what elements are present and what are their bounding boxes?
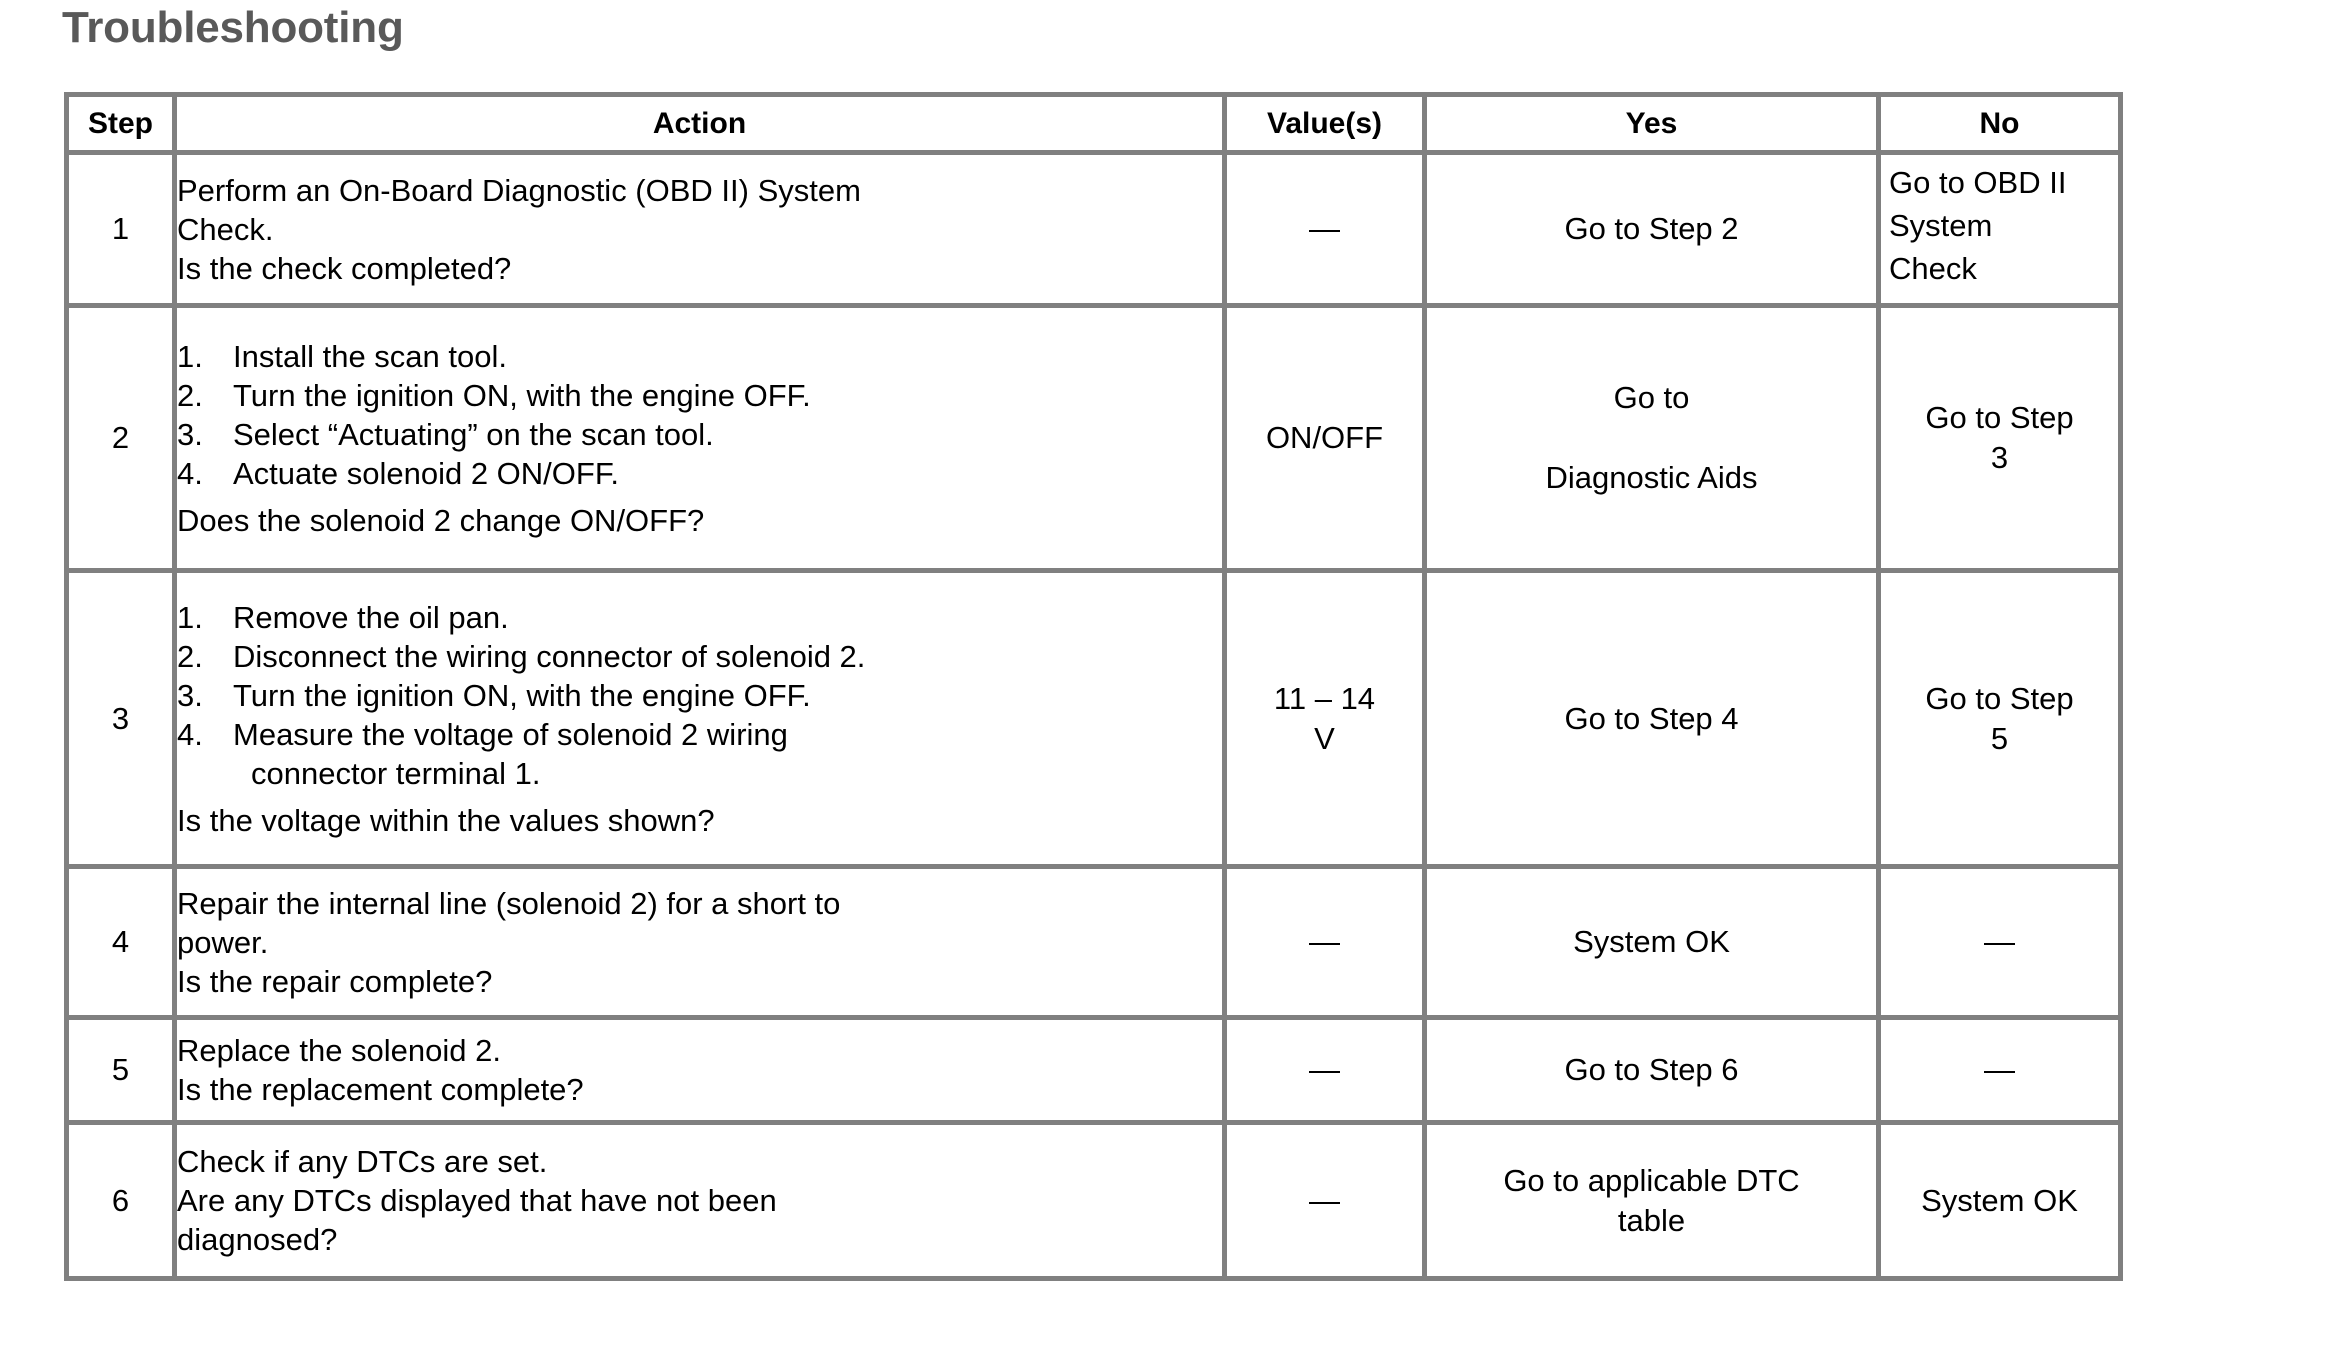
list-item: 4.Measure the voltage of solenoid 2 wiri… [177, 715, 1222, 793]
troubleshooting-table: Step Action Value(s) Yes No 1 Perform an… [64, 92, 2123, 1281]
list-item-text: Remove the oil pan. [233, 599, 509, 635]
action-step-list: 1.Install the scan tool. 2.Turn the igni… [177, 337, 1222, 493]
action-cell: 1.Remove the oil pan. 2.Disconnect the w… [172, 568, 1227, 869]
step-number: 3 [64, 568, 177, 869]
table-row: 1 Perform an On-Board Diagnostic (OBD II… [64, 150, 2123, 308]
list-item-text: Select “Actuating” on the scan tool. [233, 416, 714, 452]
yes-text-lines: Go to applicable DTC table [1427, 1161, 1876, 1241]
yes-text-line: Diagnostic Aids [1545, 460, 1758, 495]
action-question: Is the check completed? [177, 250, 512, 286]
yes-text-line: table [1617, 1202, 1686, 1238]
step-number: 4 [64, 864, 177, 1020]
no-text-line: Go to Step [1925, 680, 2074, 716]
action-cell: Replace the solenoid 2. Is the replaceme… [172, 1015, 1227, 1125]
action-cell: Check if any DTCs are set. Are any DTCs … [172, 1120, 1227, 1281]
table-row: 6 Check if any DTCs are set. Are any DTC… [64, 1120, 2123, 1281]
list-item-text: Disconnect the wiring connector of solen… [233, 638, 866, 674]
action-question: Is the replacement complete? [177, 1072, 584, 1107]
yes-text-lines: Go to Diagnostic Aids [1427, 378, 1876, 498]
no-text-lines: Go to OBD II System Check [1889, 161, 2118, 290]
action-step-list: 1.Remove the oil pan. 2.Disconnect the w… [177, 598, 1222, 793]
table-row: 2 1.Install the scan tool. 2.Turn the ig… [64, 303, 2123, 573]
step-number: 2 [64, 303, 177, 573]
column-header-step: Step [64, 92, 177, 155]
no-cell: — [1876, 1015, 2123, 1125]
value-cell: — [1222, 1120, 1427, 1281]
value-text-line: V [1314, 720, 1335, 756]
no-text-line: 3 [1990, 440, 2009, 475]
troubleshooting-table-wrapper: Step Action Value(s) Yes No 1 Perform an… [64, 92, 2123, 1281]
list-item-text: Install the scan tool. [233, 338, 507, 374]
no-text-lines: Go to Step 3 [1881, 398, 2118, 478]
no-text-line: Go to OBD II [1889, 165, 2067, 200]
action-question: diagnosed? [177, 1222, 338, 1257]
value-cell: ON/OFF [1222, 303, 1427, 573]
step-number: 6 [64, 1120, 177, 1281]
list-item: 1.Remove the oil pan. [177, 598, 1222, 637]
no-cell: System OK [1876, 1120, 2123, 1281]
list-item: 3.Turn the ignition ON, with the engine … [177, 676, 1222, 715]
value-text-lines: 11 – 14 V [1227, 679, 1422, 759]
list-item-text: Turn the ignition ON, with the engine OF… [233, 377, 811, 413]
value-cell: — [1222, 150, 1427, 308]
value-cell: — [1222, 1015, 1427, 1125]
yes-text-line: Go to applicable DTC [1503, 1162, 1800, 1198]
list-item: 2.Turn the ignition ON, with the engine … [177, 376, 1222, 415]
no-cell: Go to Step 5 [1876, 568, 2123, 869]
column-header-yes: Yes [1422, 92, 1881, 155]
no-cell: — [1876, 864, 2123, 1020]
action-question: Is the repair complete? [177, 963, 493, 999]
yes-cell: Go to Step 6 [1422, 1015, 1881, 1125]
action-cell: Perform an On-Board Diagnostic (OBD II) … [172, 150, 1227, 308]
action-text-line: Check. [177, 211, 274, 247]
no-text-line: Check [1889, 251, 1977, 286]
no-text-lines: Go to Step 5 [1881, 679, 2118, 759]
list-item: 2.Disconnect the wiring connector of sol… [177, 637, 1222, 676]
action-text-line: power. [177, 924, 269, 960]
action-text-line: Repair the internal line (solenoid 2) fo… [177, 885, 841, 921]
list-item-text: Actuate solenoid 2 ON/OFF. [233, 455, 619, 491]
table-row: 4 Repair the internal line (solenoid 2) … [64, 864, 2123, 1020]
column-header-action: Action [172, 92, 1227, 155]
table-row: 5 Replace the solenoid 2. Is the replace… [64, 1015, 2123, 1125]
action-question: Does the solenoid 2 change ON/OFF? [177, 502, 705, 538]
value-cell: 11 – 14 V [1222, 568, 1427, 869]
spacer [1427, 418, 1876, 458]
list-item-text: Turn the ignition ON, with the engine OF… [233, 677, 811, 713]
no-text-line: System [1889, 208, 1993, 243]
yes-cell: System OK [1422, 864, 1881, 1020]
value-text-line: 11 – 14 [1273, 680, 1376, 716]
yes-cell: Go to Step 2 [1422, 150, 1881, 308]
no-cell: Go to Step 3 [1876, 303, 2123, 573]
yes-cell: Go to Diagnostic Aids [1422, 303, 1881, 573]
no-cell: Go to OBD II System Check [1876, 150, 2123, 308]
column-header-value: Value(s) [1222, 92, 1427, 155]
action-cell: Repair the internal line (solenoid 2) fo… [172, 864, 1227, 1020]
page-title: Troubleshooting [62, 3, 404, 52]
list-item: 1.Install the scan tool. [177, 337, 1222, 376]
step-number: 5 [64, 1015, 177, 1125]
list-item: 3.Select “Actuating” on the scan tool. [177, 415, 1222, 454]
table-header-row: Step Action Value(s) Yes No [64, 92, 2123, 155]
action-text-line: Check if any DTCs are set. [177, 1144, 548, 1179]
table-row: 3 1.Remove the oil pan. 2.Disconnect the… [64, 568, 2123, 869]
action-text-line: Replace the solenoid 2. [177, 1033, 502, 1068]
no-text-line: Go to Step [1925, 400, 2074, 435]
yes-cell: Go to applicable DTC table [1422, 1120, 1881, 1281]
step-number: 1 [64, 150, 177, 308]
action-question: Is the voltage within the values shown? [177, 802, 715, 838]
action-question: Are any DTCs displayed that have not bee… [177, 1183, 777, 1218]
value-cell: — [1222, 864, 1427, 1020]
list-item-text: Measure the voltage of solenoid 2 wiring… [233, 716, 788, 791]
action-cell: 1.Install the scan tool. 2.Turn the igni… [172, 303, 1227, 573]
yes-cell: Go to Step 4 [1422, 568, 1881, 869]
no-text-line: 5 [1990, 720, 2009, 756]
column-header-no: No [1876, 92, 2123, 155]
action-text-line: Perform an On-Board Diagnostic (OBD II) … [177, 172, 861, 208]
list-item: 4.Actuate solenoid 2 ON/OFF. [177, 454, 1222, 493]
yes-text-line: Go to [1613, 380, 1690, 415]
